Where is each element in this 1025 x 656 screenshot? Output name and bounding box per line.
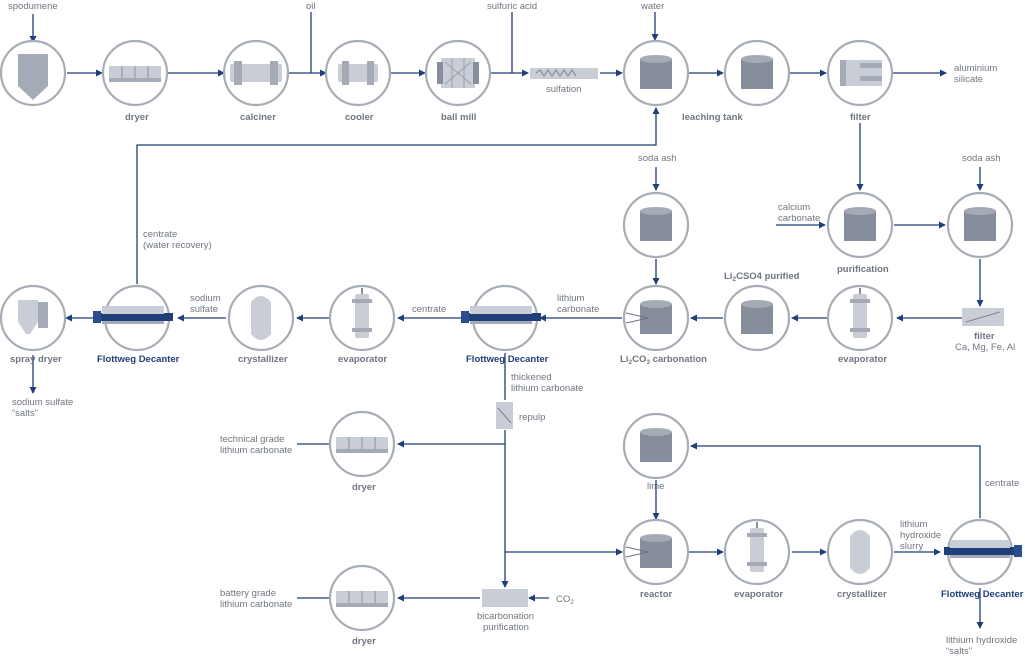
label-centrate-1: centrate [412, 304, 446, 315]
label-evaporator-3: evaporator [734, 589, 783, 600]
ball-mill [424, 39, 492, 107]
label-sulfuric-acid: sulfuric acid [487, 1, 537, 12]
crystallizer-2 [826, 518, 894, 586]
label-spodumene: spodumene [8, 1, 58, 12]
spray-dryer [0, 284, 67, 352]
flottweg-decanter-2 [93, 284, 173, 352]
label-sodium-sulfate-salts-1: sodium sulfate [12, 397, 73, 408]
leaching-tank-2 [723, 39, 791, 107]
cooler [324, 39, 392, 107]
label-lime: lime [647, 481, 664, 492]
label-lioh-salts-2: “salts” [946, 646, 972, 656]
label-centrate-water-1: centrate [143, 229, 177, 240]
label-soda-ash-2: soda ash [962, 153, 1001, 164]
repulp-vessel [496, 402, 513, 429]
purification-tank [826, 191, 894, 259]
label-evaporator-2: evaporator [338, 354, 387, 365]
label-crystallizer-1: crystallizer [238, 354, 288, 365]
label-centrate-2: centrate [985, 478, 1019, 489]
label-aluminium-silicate-1: aluminium [954, 63, 997, 74]
flottweg-decanter-3 [944, 518, 1022, 586]
label-centrate-water-2: (water recovery) [143, 240, 212, 251]
label-technical-grade-2: lithium carbonate [220, 445, 292, 456]
label-li2co3-carbonation: Li2CO3 carbonation [620, 354, 707, 366]
label-dryer-2: dryer [352, 482, 376, 493]
evaporator-1 [826, 284, 894, 352]
label-sodium-sulfate-1: sodium [190, 293, 221, 304]
label-sodium-sulfate-2: sulfate [190, 304, 218, 315]
label-bicarbonation-2: purification [483, 622, 529, 633]
label-sodium-sulfate-salts-2: “salts” [12, 408, 38, 419]
label-li2so4-purified: Li2CSO4 purified [724, 271, 800, 283]
label-ball-mill: ball mill [441, 112, 476, 123]
spodumene-hopper [0, 39, 67, 107]
labels: spodumene oil sulfuric acid water dryer … [8, 1, 1024, 656]
filter-1 [826, 39, 894, 107]
sulfation-conveyor [530, 68, 598, 79]
label-cooler: cooler [345, 112, 374, 123]
label-purification: purification [837, 264, 889, 275]
dryer-1 [101, 39, 169, 107]
label-filter-2: filter [974, 331, 995, 342]
soda-ash-tank-2 [946, 191, 1014, 259]
label-lioh-slurry-1: lithium [900, 519, 928, 530]
evaporator-2 [328, 284, 396, 352]
dryer-3 [328, 564, 396, 632]
label-water: water [640, 1, 664, 12]
label-leaching-tank: leaching tank [682, 112, 743, 123]
label-lioh-salts-1: lithium hydroxide [946, 635, 1017, 646]
label-calcium-carbonate-2: carbonate [778, 213, 820, 224]
label-technical-grade-1: technical grade [220, 434, 284, 445]
label-reactor: reactor [640, 589, 673, 600]
label-spray-dryer: spray dryer [10, 354, 62, 365]
label-crystallizer-2: crystallizer [837, 589, 887, 600]
bicarbonation-vessel [482, 589, 528, 607]
li2so4-purified-tank [723, 284, 791, 352]
label-battery-grade-2: lithium carbonate [220, 599, 292, 610]
label-lioh-slurry-3: slurry [900, 541, 923, 552]
label-lioh-slurry-2: hydroxide [900, 530, 941, 541]
label-dryer-1: dryer [125, 112, 149, 123]
label-flottweg-decanter-2: Flottweg Decanter [97, 354, 180, 365]
label-flottweg-decanter-3: Flottweg Decanter [941, 589, 1024, 600]
evaporator-3 [723, 518, 791, 586]
label-evaporator-1: evaporator [838, 354, 887, 365]
leaching-tank [622, 39, 690, 107]
flow-centrate-loop [690, 442, 981, 518]
label-flottweg-decanter-1: Flottweg Decanter [466, 354, 549, 365]
label-thickened-2: lithium carbonate [511, 383, 583, 394]
dryer-2 [328, 410, 396, 478]
label-aluminium-silicate-2: silicate [954, 74, 983, 85]
flow-lines [29, 12, 984, 629]
label-calciner: calciner [240, 112, 276, 123]
calciner [222, 39, 290, 107]
label-lithium-carbonate-2: carbonate [557, 304, 599, 315]
li2co3-carbonation-tank [622, 284, 690, 352]
label-battery-grade-1: battery grade [220, 588, 276, 599]
label-dryer-3: dryer [352, 636, 376, 647]
filter-2 [962, 308, 1004, 326]
label-filter-2-sub: Ca, Mg, Fe, Al [955, 342, 1015, 353]
soda-ash-tank-1 [622, 191, 690, 259]
label-oil: oil [306, 1, 316, 12]
label-co2: CO2 [556, 594, 574, 606]
label-bicarbonation-1: bicarbonation [477, 611, 534, 622]
label-repulp: repulp [519, 412, 545, 423]
label-sulfation: sulfation [546, 84, 581, 95]
label-thickened-1: thickened [511, 372, 552, 383]
label-calcium-carbonate-1: calcium [778, 202, 810, 213]
flottweg-decanter-1 [461, 284, 541, 352]
label-filter-1: filter [850, 112, 871, 123]
label-lithium-carbonate-1: lithium [557, 293, 585, 304]
reactor-tank [622, 518, 690, 586]
label-soda-ash-1: soda ash [638, 153, 677, 164]
flow-water-recovery [136, 107, 660, 284]
lime-tank [622, 412, 690, 480]
crystallizer-1 [227, 284, 295, 352]
